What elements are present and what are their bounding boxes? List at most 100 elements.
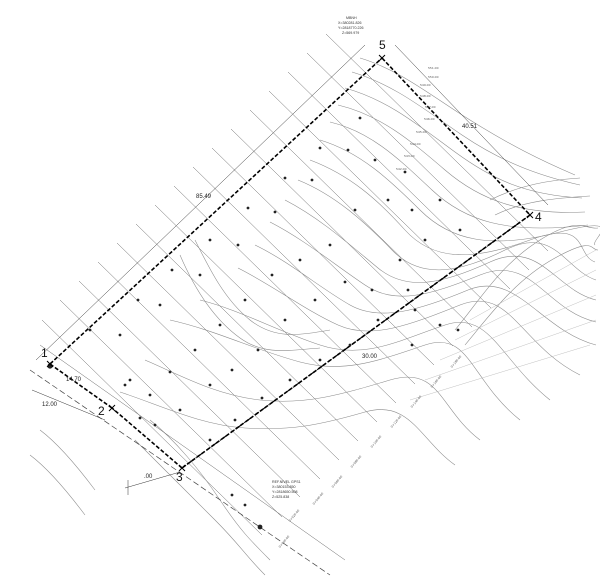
contour-line [237,267,581,376]
section-line [97,261,321,480]
vertex-marker-5 [378,54,386,62]
survey-point [128,378,132,382]
station-mark: 0+120.00 [390,415,403,429]
survey-point [260,396,264,400]
survey-point [353,208,357,212]
vertex-marker-4 [526,211,534,219]
contour-line [194,239,331,335]
contour-line [359,57,576,176]
dimension-top: 85.49 [196,194,212,200]
survey-point [153,423,157,427]
contour-label: 547.00 [425,105,436,109]
contour-line [254,244,597,346]
survey-point [138,416,142,420]
survey-point [208,383,212,387]
survey-point [230,368,234,372]
survey-point [423,238,427,242]
survey-point [376,318,380,322]
survey-point [410,208,414,212]
boundary-edge-1-5 [49,57,383,365]
station-mark: 0+000.00 [278,535,291,549]
survey-point [318,146,322,150]
survey-point [230,493,234,497]
dimension-inner-right: 30.00 [362,354,378,360]
survey-point [343,280,347,284]
contour-label: 549.00 [420,83,431,87]
vertex-label-4: 4 [535,210,542,224]
station-tick [469,249,597,321]
survey-point [270,273,274,277]
survey-point [243,298,247,302]
boundary-edge-2-1 [49,363,113,409]
contour-label: 548.00 [420,94,431,98]
survey-point [88,328,92,332]
survey-point [348,343,352,347]
station-mark: 0+040.00 [312,492,325,506]
survey-point [413,308,417,312]
parcel-boundary [49,57,531,469]
monument-top-name: MBNH [346,16,357,20]
station-ticks [409,249,597,401]
contour-line [344,87,583,199]
dimension-offset-bottom: .00 [144,474,153,480]
survey-point [313,298,317,302]
section-line [192,166,416,385]
survey-point [243,503,247,507]
station-mark: 0+140.00 [410,395,423,409]
vertex-marker-3 [178,464,186,472]
contour-label: 543.00 [404,154,415,158]
contour-line [319,139,600,246]
survey-point [456,328,460,332]
survey-point [178,408,182,412]
centerline-axis [181,214,531,469]
station-tick [424,319,597,381]
survey-point [123,383,127,387]
section-line [268,90,492,309]
section-line [135,223,359,442]
survey-point [283,318,287,322]
station-mark-labels: 0+000.00 0+020.00 0+040.00 0+060.00 0+08… [278,355,463,549]
survey-point [288,378,292,382]
benchmark-bottom-block: REF.NIVEL GPS1 X=380153.850 Y=2818650.50… [272,480,301,499]
survey-point [346,148,350,152]
contour-line [454,225,599,331]
survey-point [257,524,263,530]
contour-line [29,454,86,516]
dimension-left-short: 14.70 [66,377,82,383]
station-mark: 0+100.00 [370,435,383,449]
contour-line [169,319,521,421]
section-line [78,280,301,498]
contour-label: 546.00 [424,117,435,121]
contour-line [337,104,586,213]
survey-point [193,348,197,352]
section-line [116,242,340,461]
survey-point [318,358,322,362]
section-line [325,33,549,252]
benchmark-bottom-x: X=380153.850 [272,485,295,489]
survey-point [198,273,202,277]
contour-label: 550.00 [428,75,439,79]
survey-point [136,298,140,302]
survey-point [438,323,442,327]
dimension-right: 40.51 [462,124,478,130]
benchmark-bottom-name: REF.NIVEL GPS1 [272,480,301,484]
section-line [306,52,530,271]
contour-line [489,177,581,201]
contour-line [39,429,96,491]
contour-line [134,439,266,576]
survey-point [158,303,162,307]
survey-point [386,198,390,202]
section-line [230,128,454,347]
survey-point [236,243,240,247]
survey-point [373,158,377,162]
station-mark: 0+160.00 [430,375,443,389]
contour-line [119,391,456,466]
survey-point [233,418,237,422]
survey-point [328,243,332,247]
road-edge-line [29,369,331,576]
survey-point [246,206,250,210]
survey-point [438,198,442,202]
boundary-edge-5-4 [381,57,531,216]
vertex-label-2: 2 [98,404,105,418]
section-line [287,71,511,290]
